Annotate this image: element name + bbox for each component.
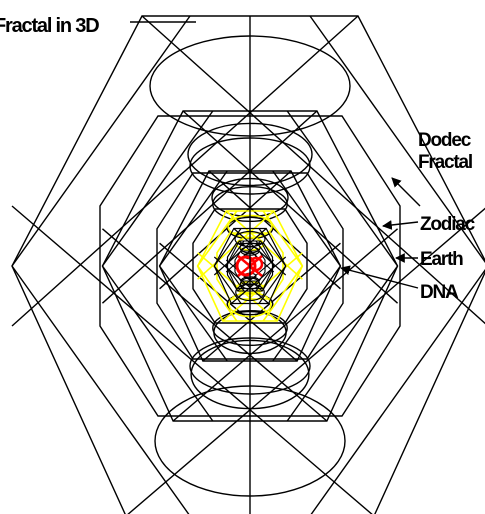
dodeca-arrow <box>392 178 420 206</box>
fractal-layers <box>12 16 485 514</box>
diagonal-g-0 <box>12 266 190 514</box>
dodeca-label-line2: Fractal <box>418 152 472 173</box>
zodiac-label: Zodiac <box>420 214 476 235</box>
dna-arrow <box>341 268 418 288</box>
dodeca-label-line1: Dodec <box>418 130 472 151</box>
diagram-title: Fractal in 3D <box>0 15 99 37</box>
diagonal-e-0 <box>12 16 190 266</box>
earth-label: Earth <box>420 249 463 270</box>
dna-label: DNA <box>420 282 459 303</box>
diagonal-b-0 <box>12 16 358 326</box>
